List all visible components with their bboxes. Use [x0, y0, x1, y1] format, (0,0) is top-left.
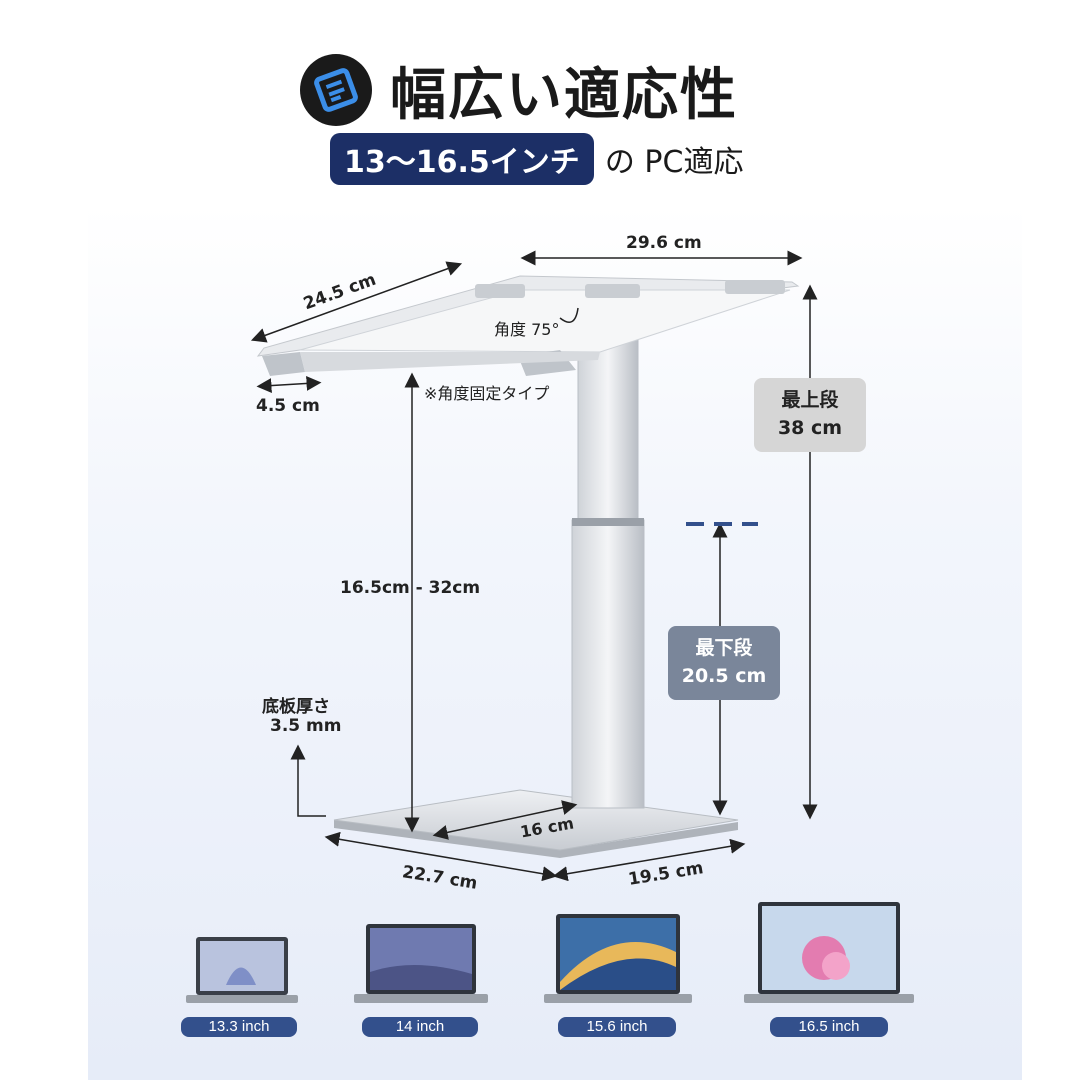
laptop-13-label: 13.3 inch — [181, 1017, 297, 1037]
top-width-label: 29.6 cm — [626, 233, 702, 253]
laptop-15-label: 15.6 inch — [558, 1017, 676, 1037]
max-height-value: 38 cm — [777, 417, 843, 439]
subtitle: 13〜16.5インチ の PC適応 — [330, 133, 744, 185]
header: 幅広い適応性 — [0, 48, 1080, 128]
laptop-14-icon — [354, 924, 488, 1003]
angle-note: ※角度固定タイプ — [424, 384, 550, 403]
stand-pole — [571, 304, 645, 809]
min-height-badge: 最下段 20.5 cm — [668, 626, 780, 700]
max-height-title: 最上段 — [781, 389, 839, 411]
laptop-13-icon — [186, 937, 298, 1003]
max-height-badge: 最上段 38 cm — [754, 378, 866, 452]
base-thickness-title: 底板厚さ — [262, 697, 330, 717]
base-thickness-value: 3.5 mm — [270, 716, 342, 736]
brand-logo-icon — [300, 54, 372, 126]
laptop-15-icon — [544, 914, 692, 1003]
min-height-value: 20.5 cm — [681, 665, 767, 687]
size-range-badge: 13〜16.5インチ — [330, 133, 594, 185]
angle-label: 角度 75° — [494, 320, 560, 339]
laptop-14-label: 14 inch — [362, 1017, 478, 1037]
min-height-title: 最下段 — [695, 637, 753, 659]
page-title: 幅広い適応性 — [390, 63, 738, 128]
hook-width-label: 4.5 cm — [256, 396, 320, 416]
laptop-16-icon — [744, 902, 914, 1003]
laptop-16-label: 16.5 inch — [770, 1017, 888, 1037]
height-range-label: 16.5cm - 32cm — [340, 578, 481, 598]
subtitle-text: の PC適応 — [604, 145, 744, 180]
